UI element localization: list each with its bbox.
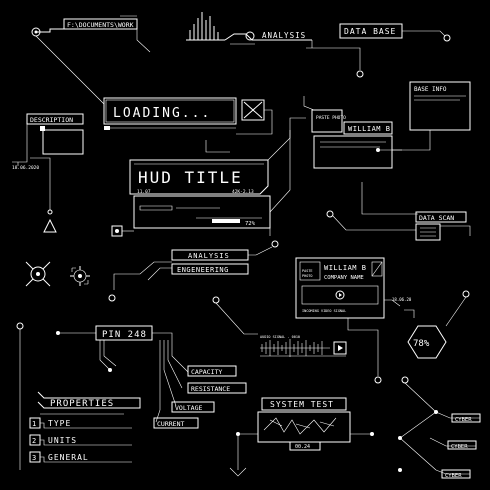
hud-progress-percent: 72% <box>245 221 256 227</box>
svg-text:AUDIO SIGNAL - 0010: AUDIO SIGNAL - 0010 <box>260 335 300 339</box>
company-card-date: 18.06.20 <box>392 297 412 302</box>
data-base-panel: DATA BASE <box>306 23 451 78</box>
system-test-title: SYSTEM TEST <box>270 400 334 409</box>
pin-panel: PIN 248 <box>16 296 258 423</box>
play-button[interactable] <box>333 341 347 355</box>
play-icon[interactable] <box>335 290 345 300</box>
svg-text:PASTE: PASTE <box>302 269 313 273</box>
pin-output-1: CAPACITY <box>191 368 222 376</box>
node-icon <box>356 70 364 78</box>
properties-panel: PROPERTIES 1 TYPE 2 UNITS 3 GENERAL <box>19 390 141 470</box>
loading-panel: LOADING... <box>103 97 273 135</box>
base-info-panel: BASE INFO <box>376 81 471 152</box>
property-label: UNITS <box>48 436 77 445</box>
description-title: DESCRIPTION <box>30 116 73 124</box>
property-item[interactable]: 2 UNITS <box>29 434 132 446</box>
play-icon <box>338 345 343 351</box>
paste-photo-label: PASTE PHOTO <box>316 115 346 121</box>
hud-title-panel: HUD TITLE 11.07 42K-2.13 72% <box>111 130 291 237</box>
pin-output-3: VOLTAGE <box>175 404 202 412</box>
hexagon-value: 78% <box>413 339 430 349</box>
svg-text:42K-2.13: 42K-2.13 <box>232 189 254 195</box>
video-player[interactable] <box>301 285 379 305</box>
property-number: 2 <box>32 437 36 445</box>
cyber-label-2: CYBER <box>451 444 468 450</box>
scan-grid-icon <box>415 223 441 241</box>
progress-fill <box>212 219 240 223</box>
photo-placeholder <box>299 261 321 281</box>
description-panel: DESCRIPTION 18.06.2020 <box>12 113 84 233</box>
file-path-label: F:\DOCUMENTS\WORK <box>67 21 134 29</box>
audio-signal-panel: AUDIO SIGNAL - 0010 <box>260 335 347 357</box>
company-card: PASTE PHOTO WILLIAM B COMPANY NAME INCOM… <box>295 257 415 384</box>
property-item[interactable]: 1 TYPE <box>29 417 132 429</box>
properties-title: PROPERTIES <box>50 399 114 409</box>
analysis-label: ANALYSIS <box>262 31 306 40</box>
data-scan-label: DATA SCAN <box>419 214 454 222</box>
property-label: TYPE <box>48 419 71 428</box>
svg-text:INCOMING VIDEO SIGNAL: INCOMING VIDEO SIGNAL <box>302 309 346 313</box>
pin-label: PIN 248 <box>102 330 147 340</box>
node-icon <box>245 31 255 41</box>
photo-placeholder <box>311 109 343 133</box>
svg-text:PHOTO: PHOTO <box>302 274 313 278</box>
triangle-icon <box>43 218 57 233</box>
svg-text:11.07: 11.07 <box>137 189 151 195</box>
property-number: 1 <box>32 420 36 428</box>
system-test-value: 00.24 <box>295 444 310 450</box>
description-date: 18.06.2020 <box>12 165 39 171</box>
cyber-panel: CYBER CYBER CYBER <box>398 376 481 479</box>
company-card-name: WILLIAM B <box>324 264 366 272</box>
target-reticle-icon <box>70 266 90 286</box>
company-card-company: COMPANY NAME <box>324 275 364 281</box>
property-item[interactable]: 3 GENERAL <box>29 451 132 463</box>
system-test-panel: SYSTEM TEST 00.24 <box>229 397 374 477</box>
profile-card: PASTE PHOTO WILLIAM B <box>289 109 402 170</box>
cyber-label-1: CYBER <box>455 417 472 423</box>
loading-label: LOADING... <box>113 106 211 121</box>
analysis-header: ANALYSIS <box>186 12 313 48</box>
engineering-panel: ANALYSIS ENGENEERING <box>108 240 279 302</box>
engineering-item-2: ENGENEERING <box>177 266 229 274</box>
property-label: GENERAL <box>48 453 89 462</box>
waveform-icon <box>186 12 225 41</box>
data-base-label: DATA BASE <box>344 27 396 36</box>
file-path-box: F:\DOCUMENTS\WORK <box>31 15 151 105</box>
engineering-item-1: ANALYSIS <box>188 252 230 260</box>
pin-outputs: CAPACITY RESISTANCE VOLTAGE CURRENT <box>153 365 247 429</box>
crosshair-icon <box>25 261 51 287</box>
hexagon-gauge: 78% <box>407 290 470 359</box>
base-info-title: BASE INFO <box>414 86 447 93</box>
pin-output-4: CURRENT <box>157 420 184 428</box>
data-scan-panel: DATA SCAN <box>326 182 471 241</box>
profile-name: WILLIAM B <box>348 125 390 133</box>
hud-title: HUD TITLE <box>138 168 243 187</box>
pin-output-2: RESISTANCE <box>191 385 230 393</box>
property-number: 3 <box>32 454 36 462</box>
cyber-label-3: CYBER <box>445 473 462 479</box>
